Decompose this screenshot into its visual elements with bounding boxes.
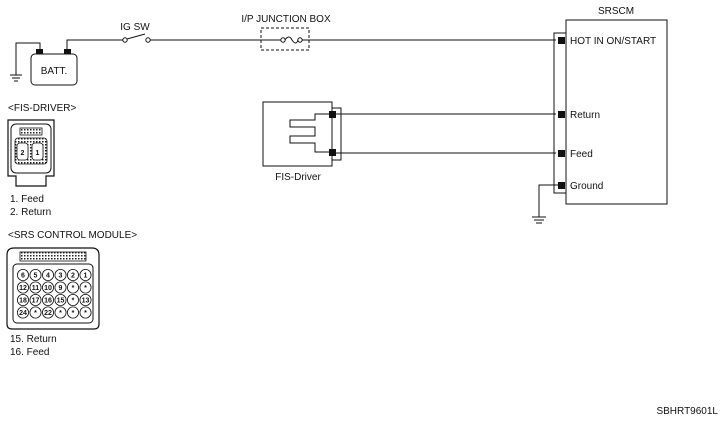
srs-pin-cavity	[29, 293, 42, 306]
junction-box-label: I/P JUNCTION BOX	[241, 14, 331, 25]
srscm-pin-hot: HOT IN ON/START	[570, 36, 656, 47]
ig-sw-label: IG SW	[120, 22, 150, 33]
srs-pin-label: 22	[44, 310, 52, 317]
srs-pin-label: 15	[57, 298, 65, 305]
battery: BATT.	[30, 49, 78, 86]
fis-pin-1: 1	[36, 150, 40, 157]
srs-control-module-connector: 6 5 4 3 2 1 12 11 10 9 * * 18 17 16 15 * 13 24 * 22 * * *	[6, 247, 100, 330]
srscm-title: SRSCM	[598, 6, 634, 17]
ignition-switch: IG SW	[120, 22, 151, 43]
fis-pin-2: 2	[21, 150, 25, 157]
figure-code: SBHRT9601L	[656, 406, 718, 417]
srs-pin-cavity	[67, 306, 80, 319]
srs-pin-label: 24	[19, 310, 27, 317]
srs-pin-label: 4	[46, 273, 50, 280]
srs-pin-cavity	[16, 293, 29, 306]
srs-pin-label: 5	[34, 273, 38, 280]
fis-legend-1: 1. Feed	[10, 194, 44, 205]
srs-pin-label: *	[72, 310, 75, 317]
ground-wire	[532, 184, 558, 224]
squib-coil-icon	[289, 113, 332, 153]
fis-driver-connector: 2 1	[7, 119, 55, 187]
srs-pin-cavity	[54, 281, 67, 294]
srscm-pin-ground: Ground	[570, 181, 603, 192]
srs-pin-cavity	[16, 281, 29, 294]
srs-pin-cavity	[42, 293, 55, 306]
srscm-pin-return: Return	[570, 110, 600, 121]
srs-legend-2: 16. Feed	[10, 347, 49, 358]
battery-label: BATT.	[41, 66, 67, 77]
srscm-module: SRSCM HOT IN ON/START Return Feed Ground	[553, 6, 668, 205]
srs-pin-label: 6	[21, 273, 25, 280]
srs-pin-label: *	[72, 285, 75, 292]
srs-pin-cavity	[16, 268, 29, 281]
srs-connector-header: <SRS CONTROL MODULE>	[8, 230, 137, 241]
srs-pin-label: *	[59, 310, 62, 317]
srs-pin-label: *	[84, 285, 87, 292]
srs-pin-cavity	[67, 268, 80, 281]
srs-pin-cavity	[54, 306, 67, 319]
srs-pin-cavity	[42, 306, 55, 319]
fis-connector-header: <FIS-DRIVER>	[8, 103, 77, 114]
srs-pin-label: 2	[71, 273, 75, 280]
srs-pin-cavity	[29, 268, 42, 281]
srs-pin-cavity	[79, 306, 92, 319]
srs-pin-cavity	[54, 268, 67, 281]
srs-pin-cavity	[16, 306, 29, 319]
srs-pin-cavity	[79, 281, 92, 294]
srs-pin-cavity	[54, 293, 67, 306]
srs-pin-cavity	[79, 268, 92, 281]
srs-pin-label: 18	[19, 298, 27, 305]
battery-ground-wire	[10, 42, 41, 82]
srs-pin-cavity	[42, 281, 55, 294]
srs-pin-label: 17	[32, 298, 40, 305]
srs-pin-cavity	[42, 268, 55, 281]
srs-pin-cavity	[79, 293, 92, 306]
fis-legend-2: 2. Return	[10, 207, 51, 218]
srs-pin-label: *	[72, 298, 75, 305]
hot-wire	[66, 39, 556, 52]
junction-box: I/P JUNCTION BOX	[241, 14, 331, 51]
srs-pin-label: 13	[82, 298, 90, 305]
srs-pin-cavity	[29, 281, 42, 294]
srs-pin-label: 10	[44, 285, 52, 292]
srscm-pin-feed: Feed	[570, 149, 593, 160]
srs-pin-cavity	[67, 281, 80, 294]
srs-pin-label: 12	[19, 285, 27, 292]
srs-legend-1: 15. Return	[10, 334, 57, 345]
srs-pin-label: 11	[32, 285, 40, 292]
srs-pin-label: 3	[59, 273, 63, 280]
srs-pin-label: 1	[84, 273, 88, 280]
srs-pin-grid: 6 5 4 3 2 1 12 11 10 9 * * 18 17 16 15 * 13 24 * 22 * * *	[16, 268, 92, 319]
fis-driver-component: FIS-Driver	[262, 101, 342, 183]
srs-pin-label: *	[84, 310, 87, 317]
srs-pin-cavity	[29, 306, 42, 319]
srs-pin-label: *	[34, 310, 37, 317]
srs-pin-label: 9	[59, 285, 63, 292]
fis-driver-label: FIS-Driver	[275, 172, 321, 183]
srs-pin-label: 16	[44, 298, 52, 305]
srs-pin-cavity	[67, 293, 80, 306]
fuse-icon	[284, 36, 299, 44]
